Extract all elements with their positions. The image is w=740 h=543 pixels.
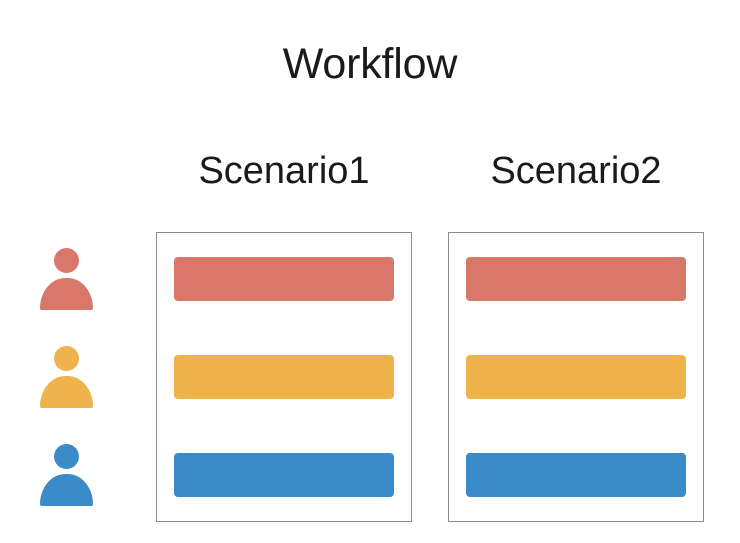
page-title: Workflow [282, 40, 458, 88]
task-bar [174, 355, 394, 399]
scenario-panel-2 [448, 232, 704, 522]
task-bar [466, 257, 686, 301]
scenario-panel-1 [156, 232, 412, 522]
actor-legend-column [30, 232, 102, 522]
person-body [40, 278, 93, 310]
person-body [40, 474, 93, 506]
person-body [40, 376, 93, 408]
task-bar [174, 257, 394, 301]
person-head [54, 346, 79, 371]
person-head [54, 444, 79, 469]
person-icon [36, 346, 96, 408]
task-bar [466, 355, 686, 399]
person-icon [36, 444, 96, 506]
column-header-scenario2: Scenario2 [490, 150, 662, 192]
column-header-scenario1: Scenario1 [198, 150, 370, 192]
person-head [54, 248, 79, 273]
task-bar [174, 453, 394, 497]
person-icon [36, 248, 96, 310]
task-bar [466, 453, 686, 497]
